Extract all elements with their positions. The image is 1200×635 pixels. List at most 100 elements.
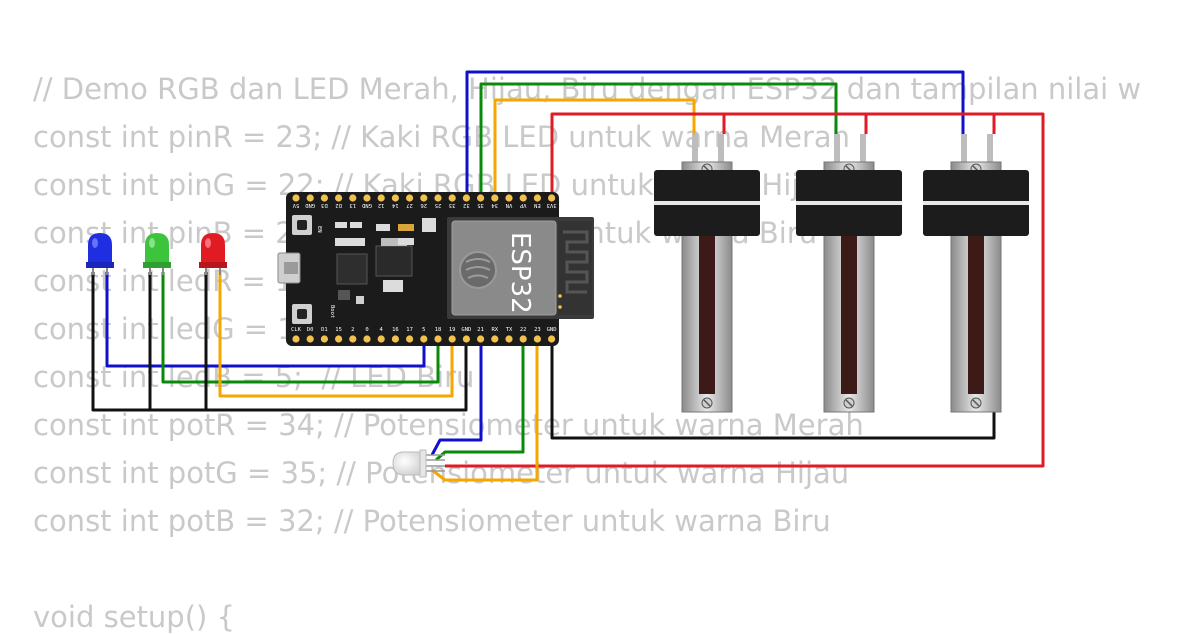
led-blue[interactable]: [86, 233, 114, 275]
top-pin-label: 32: [463, 202, 470, 208]
top-pin-label: 3V3: [547, 202, 557, 208]
top-pin-label: EN: [534, 202, 541, 208]
top-pin-label: 35: [477, 202, 484, 208]
bottom-pin-label: RX: [491, 327, 498, 333]
pot-red-knob[interactable]: [654, 170, 760, 236]
top-pin-14[interactable]: [491, 194, 499, 202]
bottom-pin-7[interactable]: [391, 335, 399, 343]
wire-blue-rgb: [430, 342, 483, 456]
bottom-pin-label: 4: [380, 327, 384, 333]
top-pin-1[interactable]: [306, 194, 314, 202]
top-pin-label: VP: [519, 202, 526, 208]
chip-label: ESP32: [505, 232, 535, 314]
top-pin-15[interactable]: [505, 194, 513, 202]
bottom-pin-3[interactable]: [335, 335, 343, 343]
bottom-pin-4[interactable]: [349, 335, 357, 343]
bottom-pin-label: 18: [435, 327, 442, 333]
wire-orange-rgb: [431, 342, 539, 482]
bottom-pin-10[interactable]: [434, 335, 442, 343]
bottom-pin-label: GND: [461, 327, 471, 333]
top-pin-18[interactable]: [548, 194, 556, 202]
bottom-pin-17[interactable]: [533, 335, 542, 343]
bottom-pin-label: 16: [392, 327, 399, 333]
top-pin-4[interactable]: [349, 194, 357, 202]
bottom-pin-2[interactable]: [320, 335, 328, 343]
top-pin-11[interactable]: [448, 194, 456, 202]
bottom-pin-18[interactable]: [548, 335, 556, 343]
code-line-12: void setup() {: [33, 600, 235, 634]
top-pin-8[interactable]: [406, 194, 414, 202]
bottom-pin-label: D0: [307, 327, 314, 333]
pot-green-knob[interactable]: [796, 170, 902, 236]
code-line-2: const int pinR = 23; // Kaki RGB LED unt…: [33, 120, 851, 154]
pot-red[interactable]: [654, 134, 760, 413]
bottom-pin-14[interactable]: [491, 335, 499, 343]
top-pin-5[interactable]: [363, 194, 371, 202]
top-pin-0[interactable]: [292, 194, 300, 202]
boot-label: Boot: [329, 305, 335, 318]
bottom-pin-8[interactable]: [406, 335, 414, 343]
top-pin-3[interactable]: [335, 194, 343, 202]
top-pin-label: GND: [362, 202, 372, 208]
bottom-pin-label: 5: [422, 327, 425, 333]
top-pin-2[interactable]: [320, 194, 328, 202]
bottom-pin-1[interactable]: [306, 335, 314, 343]
slide-potentiometers: [654, 134, 1029, 413]
rgb-led[interactable]: [392, 449, 445, 478]
bottom-pin-label: GND: [547, 327, 557, 333]
top-pin-label: 5V: [292, 202, 299, 208]
pot-blue[interactable]: [923, 134, 1029, 413]
code-line-9: const int potG = 35; // Potensiometer un…: [33, 456, 850, 490]
bottom-pin-6[interactable]: [377, 335, 385, 343]
led-green[interactable]: [143, 233, 171, 275]
code-line-8: const int potR = 34; // Potensiometer un…: [33, 408, 864, 442]
bottom-pin-label: 15: [335, 327, 342, 333]
wire-green-led: [161, 272, 440, 384]
top-pin-label: 27: [406, 202, 413, 208]
bottom-pin-9[interactable]: [420, 335, 428, 343]
top-pin-12[interactable]: [462, 194, 470, 202]
en-label: EN: [316, 226, 322, 233]
wire-orange-led: [218, 272, 454, 398]
top-pin-label: 34: [491, 202, 498, 208]
bottom-pin-15[interactable]: [505, 335, 513, 343]
top-pin-16[interactable]: [519, 194, 527, 202]
boot-button[interactable]: [292, 304, 312, 324]
top-pin-label: GND: [305, 202, 315, 208]
led-red[interactable]: [199, 233, 227, 275]
top-pin-6[interactable]: [377, 194, 385, 202]
en-button[interactable]: [292, 215, 312, 235]
wire-red-rail: [445, 112, 1045, 468]
bottom-pin-label: 17: [406, 327, 413, 333]
top-pin-7[interactable]: [391, 194, 399, 202]
wire-blue-pot: [465, 70, 965, 197]
bottom-pin-16[interactable]: [519, 335, 527, 343]
pot-blue-knob[interactable]: [923, 170, 1029, 236]
code-line-10: const int potB = 32; // Potensiometer un…: [33, 504, 831, 538]
bottom-pin-5[interactable]: [363, 335, 371, 343]
pot-green[interactable]: [796, 134, 902, 413]
wire-green-pot: [479, 82, 838, 197]
top-pin-label: 14: [391, 202, 398, 208]
top-pin-label: D3: [321, 202, 328, 208]
top-pin-label: 26: [420, 202, 427, 208]
top-pin-13[interactable]: [477, 194, 485, 202]
top-pin-10[interactable]: [434, 194, 442, 202]
top-pin-9[interactable]: [420, 194, 428, 202]
top-pin-label: VN: [506, 202, 513, 208]
bottom-pin-label: 19: [449, 327, 456, 333]
bottom-pin-label: CLK: [291, 327, 302, 333]
bottom-pin-11[interactable]: [448, 335, 456, 343]
bottom-pin-label: 2: [351, 327, 354, 333]
bottom-pin-0[interactable]: [292, 335, 300, 343]
top-pin-17[interactable]: [533, 194, 542, 202]
bottom-pin-13[interactable]: [477, 335, 485, 343]
wire-green-rgb: [435, 342, 525, 462]
bottom-pin-label: 23: [534, 327, 541, 333]
bottom-pin-12[interactable]: [462, 335, 470, 343]
bottom-pin-label: TX: [506, 327, 513, 333]
